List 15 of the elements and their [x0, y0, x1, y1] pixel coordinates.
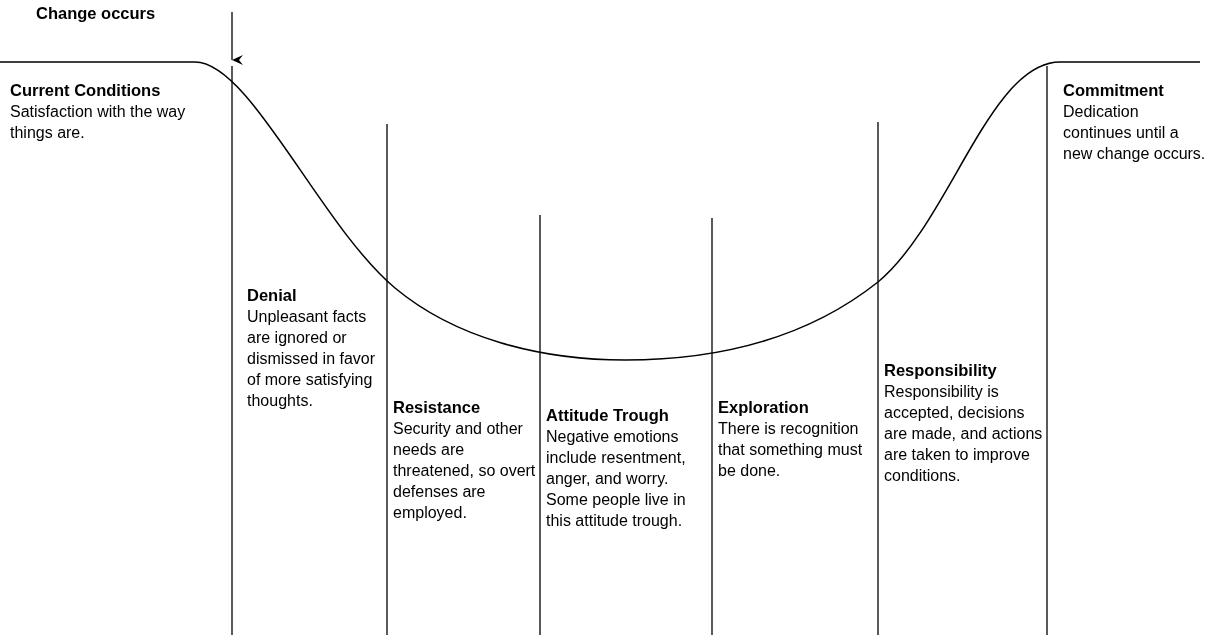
- stage-heading: Current Conditions: [10, 80, 162, 101]
- stage-description: Unpleasant facts are ignored or dismissed in favor of more satisfying thoughts.: [247, 307, 377, 411]
- stage-description: Negative emotions include resentment, anger, and worry. Some people live in this attitude trough.: [546, 427, 687, 531]
- stage-description: Satisfaction with the way things are.: [10, 102, 187, 143]
- stage-heading: Commitment: [1063, 80, 1165, 101]
- stage-description: Dedication continues until a new change occurs.: [1063, 102, 1207, 164]
- stage-heading: Attitude Trough: [546, 405, 670, 426]
- stage-heading: Exploration: [718, 397, 810, 418]
- event-label: Change occurs: [36, 4, 156, 23]
- stage-heading: Resistance: [393, 397, 482, 418]
- stage-heading: Responsibility: [884, 360, 998, 381]
- stage-description: There is recognition that something must be done.: [718, 419, 864, 481]
- stage-description: Responsibility is accepted, decisions are made, and actions are taken to improve conditions.: [884, 382, 1044, 486]
- stage-heading: Denial: [247, 285, 298, 306]
- stage-description: Security and other needs are threatened, so overt defenses are employed.: [393, 419, 537, 523]
